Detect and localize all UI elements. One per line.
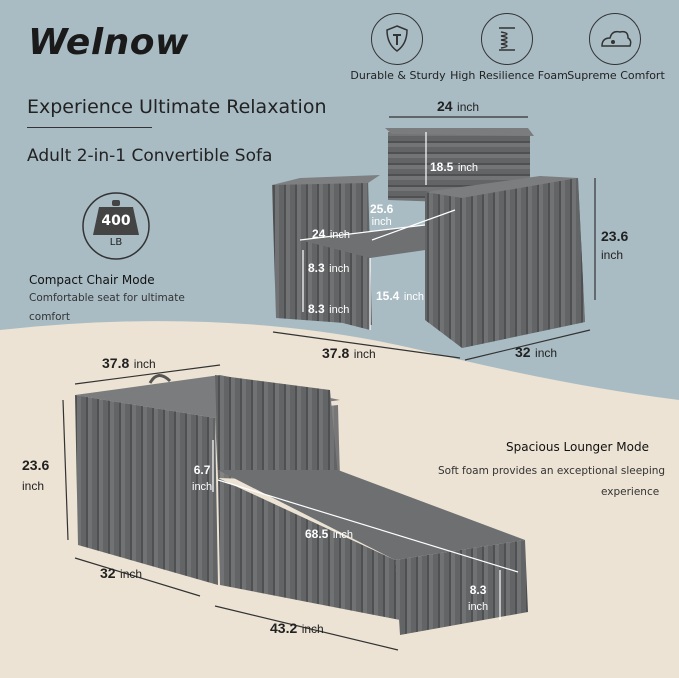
lounger-dim-depth: 32 inch (100, 565, 143, 581)
brand-logo: Welnow (28, 22, 189, 63)
lounger-illustration (75, 374, 528, 635)
chair-dim-back-height: 18.5 inch (430, 160, 478, 174)
lounger-dim-top-width: 37.8 inch (102, 355, 156, 371)
divider (27, 127, 152, 128)
weight-value: 400 (101, 213, 131, 229)
lounger-dim-bed-length: 68.5 inch (305, 527, 353, 541)
lounger-mode-desc-line2: experience (601, 486, 660, 498)
spring-icon (481, 13, 533, 65)
chair-dim-seat-width: 24 inch (312, 227, 350, 241)
chair-mode-desc-line2: comfort (29, 311, 70, 323)
feature-label-foam: High Resilience Foam (450, 69, 568, 82)
lounger-mode-desc-line1: Soft foam provides an exceptional sleepi… (438, 465, 666, 477)
lounger-mode-title: Spacious Lounger Mode (506, 440, 650, 454)
weight-unit: LB (109, 237, 123, 248)
feature-label-durable: Durable & Sturdy (350, 69, 446, 82)
chair-dim-arm-upper: 8.3 inch (308, 261, 350, 275)
chair-dim-top-width: 24 inch (437, 98, 480, 114)
chair-dim-arm-lower: 8.3 inch (308, 302, 350, 316)
feature-label-comfort: Supreme Comfort (567, 69, 665, 82)
chair-illustration (272, 128, 585, 348)
cloud-person-icon (589, 13, 641, 65)
subheadline: Adult 2-in-1 Convertible Sofa (27, 146, 273, 166)
chair-dim-total-width: 37.8 inch (322, 345, 376, 361)
dimension-lines (62, 116, 596, 651)
chair-mode-title: Compact Chair Mode (29, 273, 155, 287)
lounger-dim-total-length: 43.2 inch (270, 620, 324, 636)
shield-hammer-icon (371, 13, 423, 65)
headline: Experience Ultimate Relaxation (27, 96, 327, 118)
chair-dim-seat-height: 15.4 inch (376, 289, 424, 303)
chair-dim-total-depth: 32 inch (515, 344, 558, 360)
weight-badge (82, 192, 150, 260)
chair-mode-desc-line1: Comfortable seat for ultimate (29, 292, 185, 304)
